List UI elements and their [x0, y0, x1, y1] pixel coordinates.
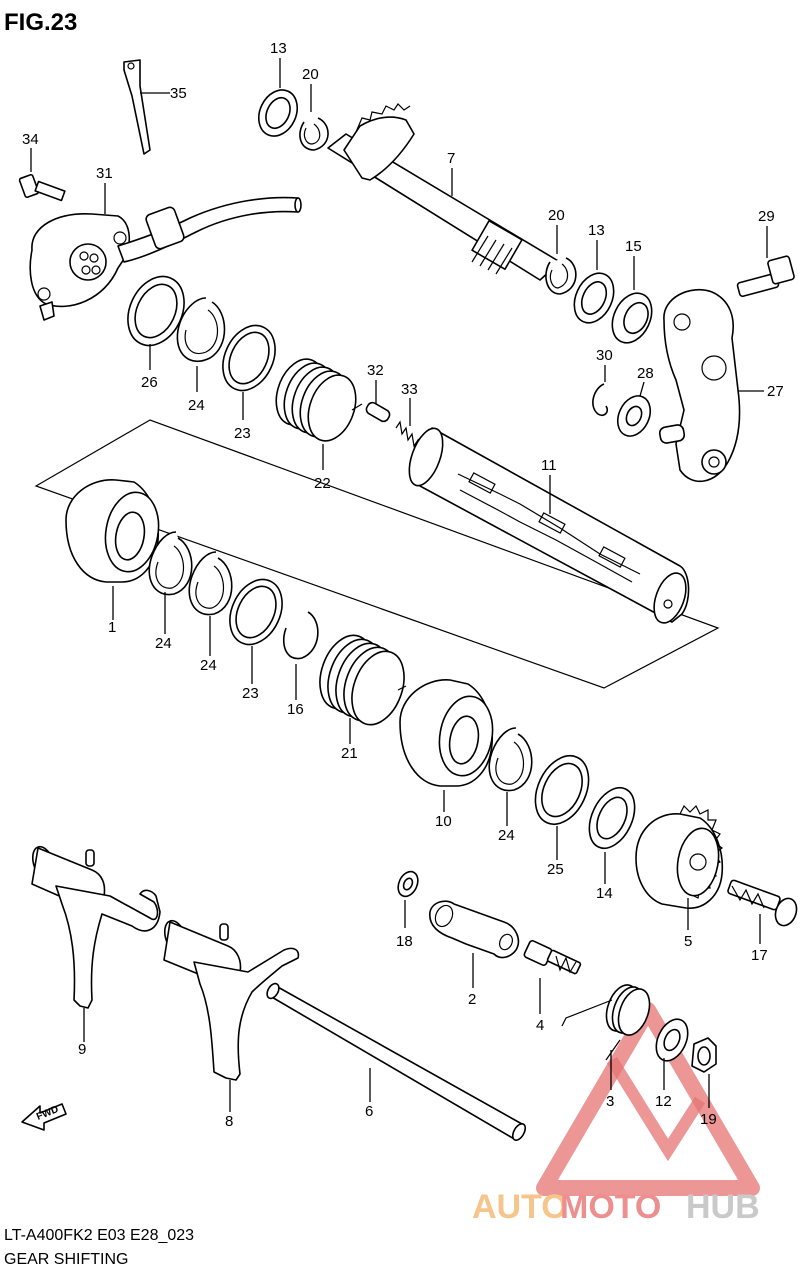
part-12-washer	[655, 1018, 689, 1062]
part-11-shift-cam	[408, 427, 690, 624]
callout-17: 17	[751, 947, 768, 964]
callout-21: 21	[341, 745, 358, 762]
callout-22: 22	[314, 475, 331, 492]
callout-9: 9	[78, 1041, 86, 1058]
part-35-clamp	[123, 59, 151, 155]
callout-4: 4	[536, 1017, 544, 1034]
section-name: GEAR SHIFTING	[4, 1251, 128, 1268]
part-28-washer	[616, 395, 652, 437]
part-18-washer	[397, 870, 419, 898]
part-29-bolt	[736, 255, 795, 298]
part-2-stopper-arm	[429, 900, 520, 959]
callout-29: 29	[758, 208, 775, 225]
automotohub-watermark: AUTO MOTO HUB	[472, 1002, 760, 1226]
part-32-pin	[365, 401, 391, 423]
part-20-circlip-right	[545, 257, 577, 295]
part-21-spring	[319, 634, 407, 726]
part-13-washer-right	[573, 272, 615, 324]
part-24-circlip-lower	[488, 727, 533, 792]
model-code: LT-A400FK2 E03 E28_023	[4, 1227, 194, 1244]
callout-2: 2	[468, 991, 476, 1008]
watermark-hub-text: HUB	[686, 1188, 760, 1226]
part-27-shift-arm	[658, 288, 741, 483]
part-24-circlip-top	[176, 297, 226, 363]
callout-13-top: 13	[270, 40, 287, 57]
callout-7: 7	[447, 150, 455, 167]
part-10-cam-gear	[399, 679, 494, 787]
part-24-circlip-mid-b	[188, 551, 233, 616]
callout-8: 8	[225, 1113, 233, 1130]
callout-20-top: 20	[302, 66, 319, 83]
callout-1: 1	[108, 619, 116, 636]
part-3-return-spring	[561, 984, 651, 1061]
callout-24-lower: 24	[498, 827, 515, 844]
part-20-circlip-top	[299, 117, 329, 151]
callout-32: 32	[367, 362, 384, 379]
callout-6: 6	[365, 1103, 373, 1120]
part-14-washer	[588, 786, 636, 850]
part-7-shift-shaft	[327, 103, 561, 281]
callout-26: 26	[141, 374, 158, 391]
part-4-pivot-bolt	[523, 939, 582, 975]
callout-13-right: 13	[588, 222, 605, 239]
watermark-moto-text: MOTO	[560, 1188, 661, 1226]
callout-23-mid: 23	[242, 685, 259, 702]
fwd-direction-arrow: FWD	[21, 1103, 67, 1131]
callout-16: 16	[287, 701, 304, 718]
callout-33: 33	[401, 381, 418, 398]
callout-14: 14	[596, 885, 613, 902]
callout-30: 30	[596, 347, 613, 364]
part-5-cam-stopper	[635, 804, 724, 909]
part-9-shift-fork	[31, 845, 161, 1009]
callout-24-mid-b: 24	[200, 657, 217, 674]
callout-18: 18	[396, 933, 413, 950]
watermark-auto-text: AUTO	[472, 1188, 568, 1226]
callout-labels: 35 34 31 13 20 7 20 13 15 29 30 28 27 26…	[22, 40, 784, 1130]
callout-5: 5	[684, 933, 692, 950]
part-8-shift-fork	[163, 919, 300, 1081]
callout-27: 27	[767, 383, 784, 400]
callout-24-mid-a: 24	[155, 635, 172, 652]
callout-15: 15	[625, 238, 642, 255]
part-31-sensor	[29, 196, 302, 321]
callout-31: 31	[96, 165, 113, 182]
part-1-cam-gear	[65, 479, 160, 583]
part-17-bolt	[727, 879, 798, 927]
part-19-nut	[691, 1037, 717, 1073]
part-13-washer-top	[257, 89, 299, 137]
callout-10: 10	[435, 813, 452, 830]
part-15-oil-seal	[611, 292, 653, 344]
callout-12: 12	[655, 1093, 672, 1110]
part-6-fork-shaft	[266, 982, 527, 1141]
part-22-spring	[275, 358, 363, 442]
part-26-washer	[127, 275, 185, 347]
part-25-washer	[534, 755, 590, 825]
callout-24-top: 24	[188, 397, 205, 414]
callout-20-right: 20	[548, 207, 565, 224]
drum-group-outline	[34, 419, 720, 689]
callout-28: 28	[637, 365, 654, 382]
part-34-bolt	[18, 173, 66, 202]
part-24-circlip-mid-a	[148, 531, 193, 596]
part-16-circlip	[282, 611, 319, 660]
part-23-washer-top	[222, 324, 276, 392]
callout-35: 35	[170, 85, 187, 102]
part-30-circlip	[592, 383, 609, 417]
callout-23-top: 23	[234, 425, 251, 442]
callout-11: 11	[541, 457, 557, 474]
callout-34: 34	[22, 131, 39, 148]
callout-25: 25	[547, 861, 564, 878]
part-23-washer-mid	[229, 578, 283, 646]
callout-19: 19	[700, 1111, 717, 1128]
watermark-triangle-icon	[536, 1002, 760, 1196]
figure-title: FIG.23	[4, 9, 77, 36]
callout-3: 3	[606, 1093, 614, 1110]
